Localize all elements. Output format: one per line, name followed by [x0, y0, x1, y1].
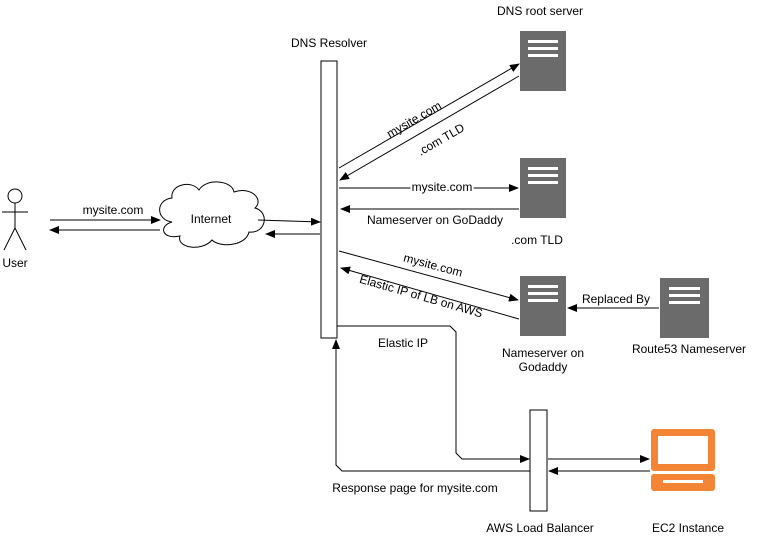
load-balancer-node: AWS Load Balancer: [486, 409, 594, 535]
server-icon: [520, 276, 566, 336]
edge-internet-to-resolver: [257, 217, 321, 226]
internet-node: Internet: [159, 181, 265, 248]
edge-resolver-to-ns: [338, 250, 519, 302]
edge-ns-to-resolver: [340, 266, 520, 320]
edge-resolver-to-lb: [337, 325, 530, 463]
nameserver-godaddy-node: Nameserver on Godaddy: [502, 276, 584, 374]
dns-resolver-node: DNS Resolver: [291, 36, 367, 339]
server-icon: [520, 31, 566, 91]
edge-ns-to-resolver-label: Elastic IP of LB on AWS: [358, 272, 484, 321]
load-balancer-bar: [529, 409, 548, 512]
dns-resolver-label: DNS Resolver: [291, 36, 367, 50]
edge-lb-to-resolver: [332, 339, 530, 472]
edge-lb-to-resolver-label: Response page for mysite.com: [332, 481, 497, 495]
edge-route53-to-ns-label: Replaced By: [582, 292, 650, 306]
route53-label: Route53 Nameserver: [632, 342, 746, 356]
edge-resolver-to-tld-label: mysite.com: [412, 180, 473, 194]
com-tld-node: .com TLD: [511, 158, 566, 247]
com-tld-label: .com TLD: [511, 233, 563, 247]
dns-root-server-label: DNS root server: [497, 4, 583, 18]
dns-resolver-bar: [320, 60, 338, 339]
edge-resolver-to-root: [338, 63, 520, 169]
ec2-node: EC2 Instance: [651, 429, 724, 535]
ec2-label: EC2 Instance: [652, 521, 724, 535]
edge-root-to-resolver: [339, 75, 520, 181]
nameserver-godaddy-label-line2: Godaddy: [519, 360, 568, 374]
dns-root-server-node: DNS root server: [497, 4, 583, 91]
cloud-icon: [159, 181, 265, 248]
edge-resolver-to-lb-label: Elastic IP: [378, 336, 428, 350]
nameserver-godaddy-label-line1: Nameserver on: [502, 346, 584, 360]
user-label: User: [2, 256, 27, 270]
edge-user-to-internet-label: mysite.com: [83, 203, 144, 217]
edge-root-to-resolver-label: .com TLD: [415, 120, 467, 158]
route53-node: Route53 Nameserver: [632, 278, 746, 356]
server-icon: [660, 278, 709, 338]
load-balancer-label: AWS Load Balancer: [486, 521, 594, 535]
user-node: User: [2, 188, 28, 270]
edge-tld-to-resolver-label: Nameserver on GoDaddy: [367, 213, 503, 227]
person-icon: [2, 188, 28, 251]
internet-label: Internet: [191, 212, 232, 226]
edge-resolver-to-ns-label: mysite.com: [402, 251, 464, 280]
server-icon: [520, 158, 566, 218]
laptop-icon: [651, 429, 715, 491]
